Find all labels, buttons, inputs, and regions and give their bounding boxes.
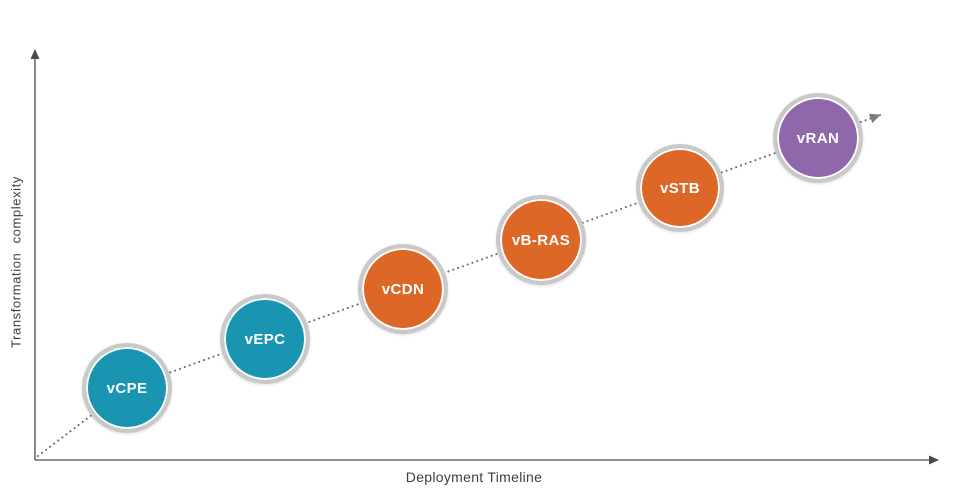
node-circle: vCPE xyxy=(82,343,172,433)
x-axis-label: Deployment Timeline xyxy=(405,469,543,485)
node-circle: vCDN xyxy=(358,244,448,334)
node-label: vEPC xyxy=(244,330,286,348)
node-circle: vRAN xyxy=(773,93,863,183)
node-label: vB-RAS xyxy=(511,231,571,249)
node-label: vSTB xyxy=(660,179,700,197)
node-circle: vB-RAS xyxy=(496,195,586,285)
node-label: vCDN xyxy=(381,280,425,298)
node-circle: vEPC xyxy=(220,294,310,384)
node-label: vRAN xyxy=(796,129,840,147)
node-label: vCPE xyxy=(106,379,148,397)
node-circle: vSTB xyxy=(636,144,724,232)
